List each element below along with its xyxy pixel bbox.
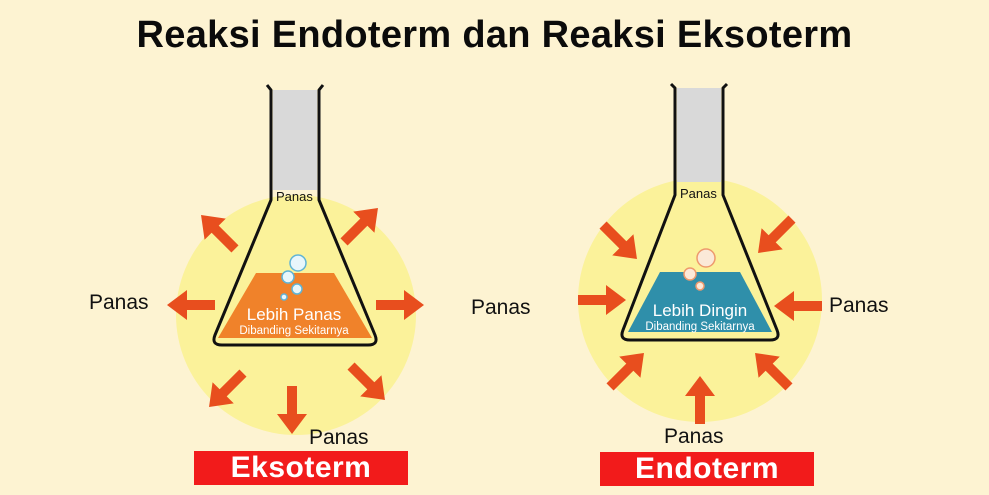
exo-flask-outline bbox=[212, 84, 378, 347]
endothermic-diagram: Panas Panas Panas Panas Lebih Dingin Dib… bbox=[471, 82, 889, 448]
endo-neck-label: Panas bbox=[680, 186, 717, 201]
endo-liquid-label: Lebih Dingin bbox=[653, 301, 748, 320]
endo-bubble bbox=[695, 281, 705, 291]
endo-bottom-label: Panas bbox=[664, 425, 724, 448]
exo-liquid-sublabel: Dibanding Sekitarnya bbox=[239, 325, 349, 337]
endo-bubble bbox=[683, 267, 697, 281]
exo-liquid bbox=[218, 273, 372, 338]
exo-bubbles bbox=[280, 254, 307, 301]
exothermic-diagram: Panas Panas Panas Lebih Panas Dibanding … bbox=[89, 84, 424, 449]
endo-left-label: Panas bbox=[471, 296, 531, 319]
exo-liquid-label: Lebih Panas bbox=[247, 305, 342, 324]
endo-right-label: Panas bbox=[829, 294, 889, 317]
exothermic-banner: Eksoterm bbox=[194, 451, 408, 485]
exo-side-label: Panas bbox=[89, 291, 149, 314]
exo-bubble bbox=[289, 254, 307, 272]
exo-bubble bbox=[281, 270, 295, 284]
exo-neck-label: Panas bbox=[276, 189, 313, 204]
exo-bubble bbox=[291, 283, 303, 295]
endo-liquid bbox=[628, 272, 772, 332]
exo-bubble bbox=[280, 293, 288, 301]
endo-flask-neck bbox=[677, 88, 721, 182]
endothermic-banner: Endoterm bbox=[600, 452, 814, 486]
endo-flask-outline bbox=[620, 82, 780, 342]
exo-bottom-label: Panas bbox=[309, 426, 369, 449]
endo-bubbles bbox=[683, 248, 716, 291]
page-title: Reaksi Endoterm dan Reaksi Eksoterm bbox=[136, 14, 853, 56]
exo-flask-neck bbox=[273, 90, 317, 190]
endo-bubble bbox=[696, 248, 716, 268]
endo-liquid-sublabel: Dibanding Sekitarnya bbox=[645, 321, 755, 333]
